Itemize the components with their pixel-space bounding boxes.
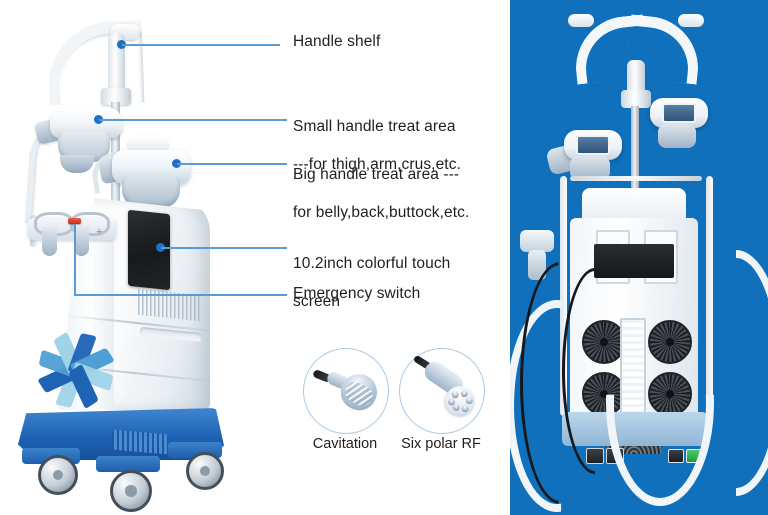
handpiece-label-cavitation: Cavitation xyxy=(312,436,378,452)
rear-applicator-left-screen[interactable] xyxy=(576,135,610,155)
emergency-stop-icon[interactable] xyxy=(68,218,81,224)
fan-grille-2 xyxy=(648,320,692,364)
leader-line-handle-shelf xyxy=(122,43,280,46)
leader-line-emergency-vertical xyxy=(74,224,76,296)
annotation-small-handle: Small handle treat area ---for thigh,arm… xyxy=(293,99,461,175)
annotation-small-handle-line2: ---for thigh,arm,crus,etc. xyxy=(293,155,461,173)
leader-line-emergency-horizontal xyxy=(74,294,287,296)
rear-post-right xyxy=(706,176,713,416)
cradled-wand-left xyxy=(42,226,57,256)
base-foot-front-right xyxy=(96,456,160,472)
annotation-small-handle-line1: Small handle treat area xyxy=(293,117,456,135)
annotation-emergency-switch: Emergency switch xyxy=(293,285,421,302)
y-shelf-right-tip xyxy=(678,14,704,27)
rear-crossbar xyxy=(570,176,702,181)
rear-chassis-top xyxy=(582,188,686,222)
y-shelf-collar xyxy=(621,90,651,108)
rear-side-probe xyxy=(528,250,546,280)
annotation-touch-screen-line1: 10.2inch colorful touch xyxy=(293,254,451,272)
leader-line-big-handle xyxy=(177,162,287,165)
plus-marking: + xyxy=(96,226,103,238)
cradle-ring-right xyxy=(70,212,110,236)
handpiece-label-six-polar-rf: Six polar RF xyxy=(401,436,481,452)
leader-dot-big-handle xyxy=(172,159,181,168)
y-shelf-stem xyxy=(627,60,645,98)
machine-illustration-front: + xyxy=(0,0,300,515)
caster-wheel-3 xyxy=(186,452,224,490)
rear-dark-panel xyxy=(594,244,674,278)
y-shelf-left-tip xyxy=(568,14,594,27)
handle-shelf-collar xyxy=(101,88,131,105)
cradled-wand-right xyxy=(74,226,89,256)
leader-dot-small-handle xyxy=(94,115,103,124)
leader-dot-touch-screen xyxy=(156,243,165,252)
rear-side-shelf-unit xyxy=(520,230,554,252)
rear-applicator-right-screen[interactable] xyxy=(662,103,696,123)
right-photo-panel xyxy=(510,0,768,515)
leader-dot-handle-shelf xyxy=(117,40,126,49)
rear-applicator-right-body xyxy=(658,124,696,148)
y-shelf-pole xyxy=(631,106,639,218)
annotation-big-handle-line1: Big handle treat area --- xyxy=(293,165,460,183)
caster-wheel-2 xyxy=(110,470,152,512)
rf-electrode-4 xyxy=(460,403,470,414)
annotation-big-handle: Big handle treat area --- for belly,back… xyxy=(293,147,469,223)
pinwheel-decal-graphic xyxy=(37,330,116,422)
annotation-touch-screen: 10.2inch colorful touch screen xyxy=(293,236,450,312)
annotation-touch-screen-line2: screen xyxy=(293,292,341,310)
leader-line-small-handle xyxy=(99,118,287,121)
left-illustration-panel: + Handle shelf xyxy=(0,0,485,515)
annotation-big-handle-line2: for belly,back,buttock,etc. xyxy=(293,203,470,221)
rear-post-left xyxy=(560,176,567,416)
caster-wheel-1 xyxy=(38,455,78,495)
small-handle-tip xyxy=(60,155,94,173)
leader-line-touch-screen xyxy=(161,246,287,249)
annotation-handle-shelf: Handle shelf xyxy=(293,33,381,50)
